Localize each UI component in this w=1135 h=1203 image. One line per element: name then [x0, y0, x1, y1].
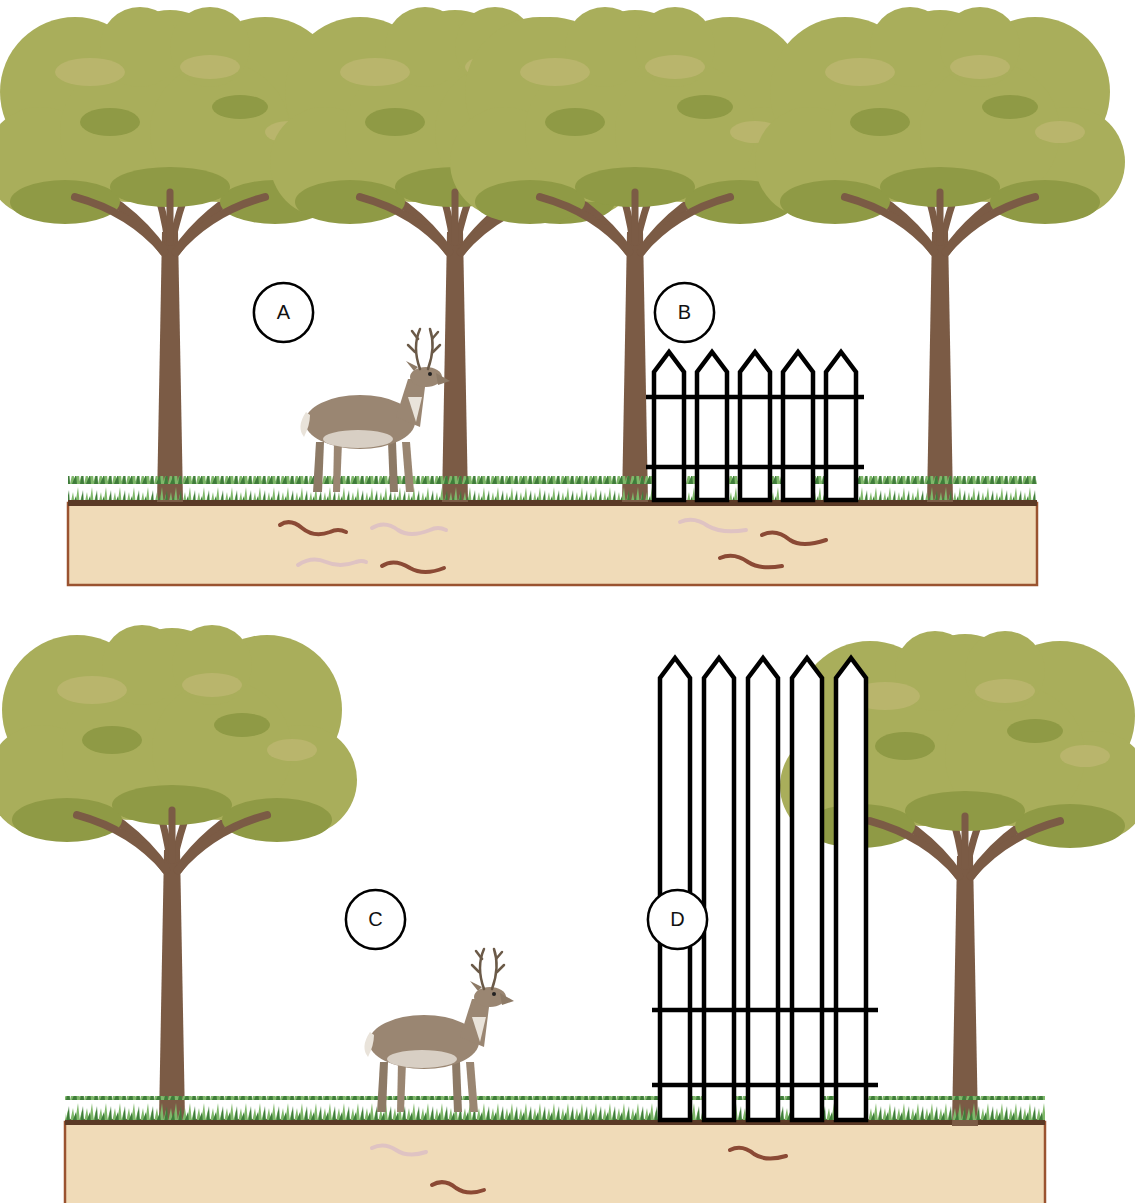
callout-letter: C — [368, 908, 382, 931]
worms — [280, 520, 826, 572]
fence — [652, 658, 878, 1120]
tree — [0, 7, 1125, 502]
fence — [646, 352, 864, 500]
deer — [364, 949, 514, 1112]
callout-letter: B — [678, 301, 691, 324]
grass — [68, 476, 1037, 500]
tree — [0, 625, 1135, 1126]
grass — [65, 1096, 1045, 1120]
callout-letter: A — [277, 301, 290, 324]
callout-circle: A — [252, 281, 315, 344]
callout-circle: D — [646, 888, 709, 951]
worms — [372, 1145, 786, 1192]
deer — [300, 329, 450, 492]
soil — [65, 1122, 1045, 1203]
callout-letter: D — [670, 908, 684, 931]
callout-circle: C — [344, 888, 407, 951]
soil — [68, 503, 1037, 585]
callout-circle: B — [653, 281, 716, 344]
